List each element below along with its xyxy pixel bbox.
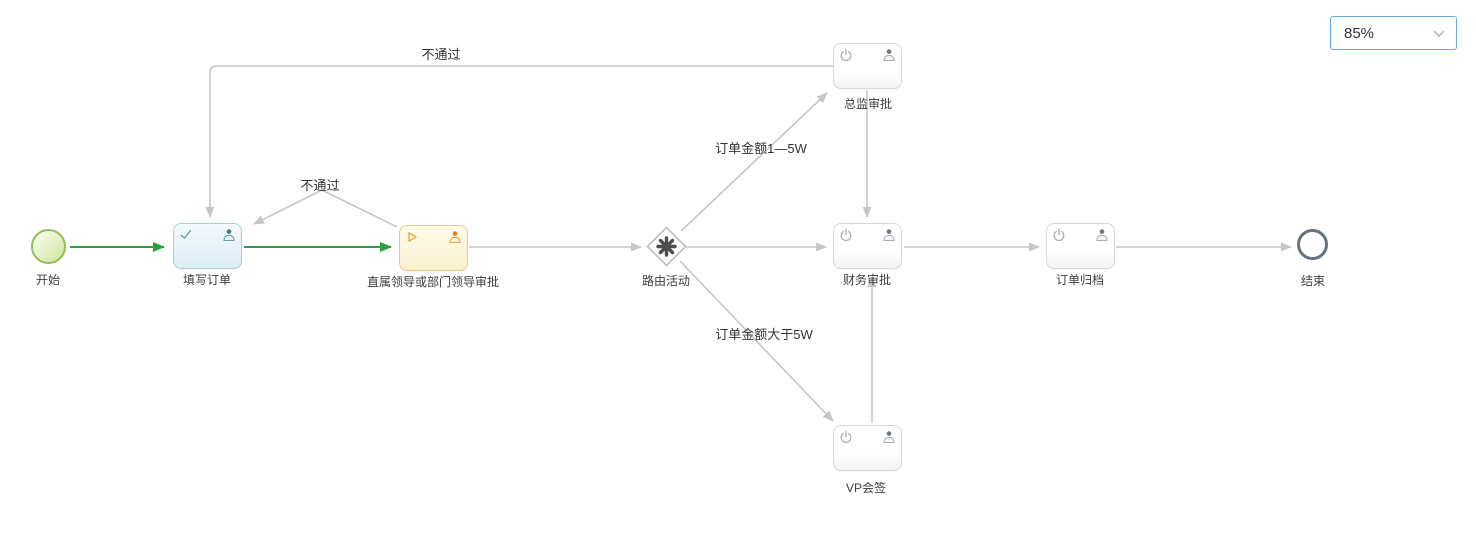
zoom-value: 85% <box>1344 24 1375 42</box>
power-icon <box>839 430 853 444</box>
gateway-route-activity[interactable] <box>646 226 687 267</box>
start-event-node[interactable] <box>31 229 66 264</box>
edge-label-amount-gt-5w: 订单金额大于5W <box>715 327 813 342</box>
power-icon <box>839 228 853 242</box>
user-icon <box>882 228 896 242</box>
asterisk-icon <box>656 236 677 257</box>
end-event-node[interactable] <box>1297 229 1328 260</box>
play-icon <box>405 230 419 244</box>
flow-route-to-director-approval[interactable] <box>680 92 828 232</box>
user-icon <box>882 48 896 62</box>
task-director-approval-label: 总监审批 <box>843 97 892 111</box>
edge-label-leader-reject: 不通过 <box>300 178 340 193</box>
task-order-archive-label: 订单归档 <box>1055 273 1104 287</box>
power-icon <box>1052 228 1066 242</box>
task-vp-countersign-label: VP会签 <box>845 481 886 495</box>
zoom-select[interactable]: 85% <box>1330 16 1457 50</box>
check-icon <box>179 228 193 242</box>
user-icon <box>1095 228 1109 242</box>
power-icon <box>839 48 853 62</box>
task-fill-order-label: 填写订单 <box>182 273 231 287</box>
task-order-archive[interactable] <box>1046 223 1115 269</box>
task-finance-approval-label: 财务审批 <box>842 273 891 287</box>
user-icon <box>882 430 896 444</box>
user-icon <box>448 230 462 244</box>
end-event-label: 结束 <box>1300 274 1325 288</box>
task-vp-countersign[interactable] <box>833 425 902 471</box>
task-finance-approval[interactable] <box>833 223 902 269</box>
chevron-down-icon <box>1433 29 1445 37</box>
task-director-approval[interactable] <box>833 43 902 89</box>
task-leader-approval[interactable] <box>399 225 468 271</box>
gateway-route-activity-label: 路由活动 <box>641 274 690 288</box>
task-leader-approval-label: 直属领导或部门领导审批 <box>366 275 499 289</box>
edge-label-amount-1-5w: 订单金额1—5W <box>715 141 807 156</box>
flow-route-to-vp-countersign[interactable] <box>679 260 834 422</box>
flow-director-reject-to-fill-order[interactable] <box>205 65 833 218</box>
task-fill-order[interactable] <box>173 223 242 269</box>
start-event-label: 开始 <box>35 273 60 287</box>
flow-leader-reject-to-fill-order[interactable] <box>253 189 398 228</box>
edge-label-director-reject: 不通过 <box>421 47 461 62</box>
user-icon <box>222 228 236 242</box>
